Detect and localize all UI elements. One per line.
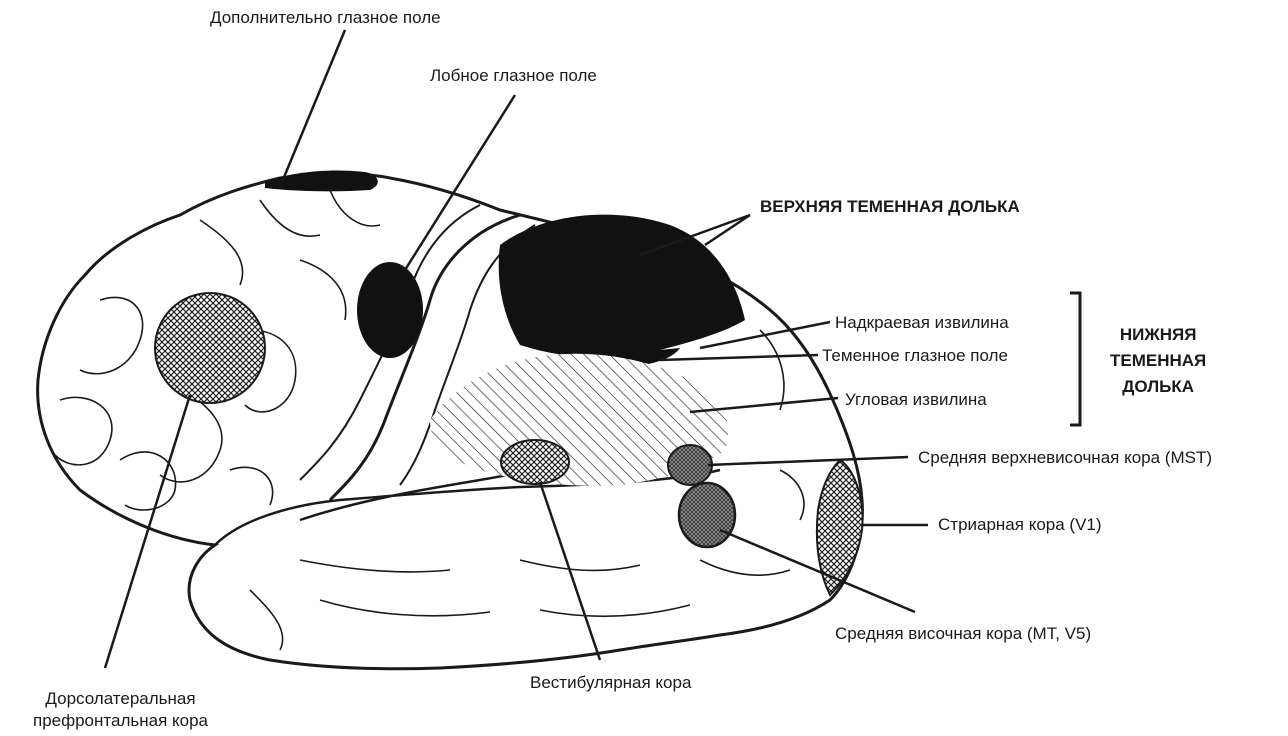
inferior-parietal-lobule-label: НИЖНЯЯ ТЕМЕННАЯ ДОЛЬКА — [1110, 322, 1206, 400]
angular-gyrus-label: Угловая извилина — [845, 390, 987, 410]
striate-cortex-label: Стриарная кора (V1) — [938, 515, 1102, 535]
mst-label: Средняя верхневисочная кора (MST) — [918, 448, 1212, 468]
inferior-parietal-lobule-line1: НИЖНЯЯ — [1110, 322, 1206, 348]
mt-v5-label: Средняя височная кора (MT, V5) — [835, 624, 1091, 644]
mst-region — [668, 445, 712, 485]
vestibular-cortex-region — [501, 440, 569, 484]
dlpfc-line1: Дорсолатеральная — [8, 688, 233, 710]
inferior-parietal-lobule-line2: ТЕМЕННАЯ — [1110, 348, 1206, 374]
supramarginal-gyrus-label: Надкраевая извилина — [835, 313, 1009, 333]
superior-parietal-lobule-region — [499, 215, 745, 358]
vestibular-cortex-label: Вестибулярная кора — [530, 673, 691, 693]
inferior-parietal-bracket — [1070, 293, 1080, 425]
parietal-eye-field-label: Теменное глазное поле — [822, 346, 1008, 366]
mt-v5-region — [679, 483, 735, 547]
superior-parietal-lobule-label: ВЕРХНЯЯ ТЕМЕННАЯ ДОЛЬКА — [760, 197, 1020, 217]
inferior-parietal-lobule-line3: ДОЛЬКА — [1110, 374, 1206, 400]
frontal-eye-field-region — [357, 262, 423, 358]
supplementary-eye-field-label: Дополнительно глазное поле — [210, 8, 441, 28]
frontal-eye-field-label: Лобное глазное поле — [430, 66, 597, 86]
dlpfc-line2: префронтальная кора — [8, 710, 233, 732]
dlpfc-region — [155, 293, 265, 403]
dlpfc-label: Дорсолатеральная префронтальная кора — [8, 688, 233, 732]
